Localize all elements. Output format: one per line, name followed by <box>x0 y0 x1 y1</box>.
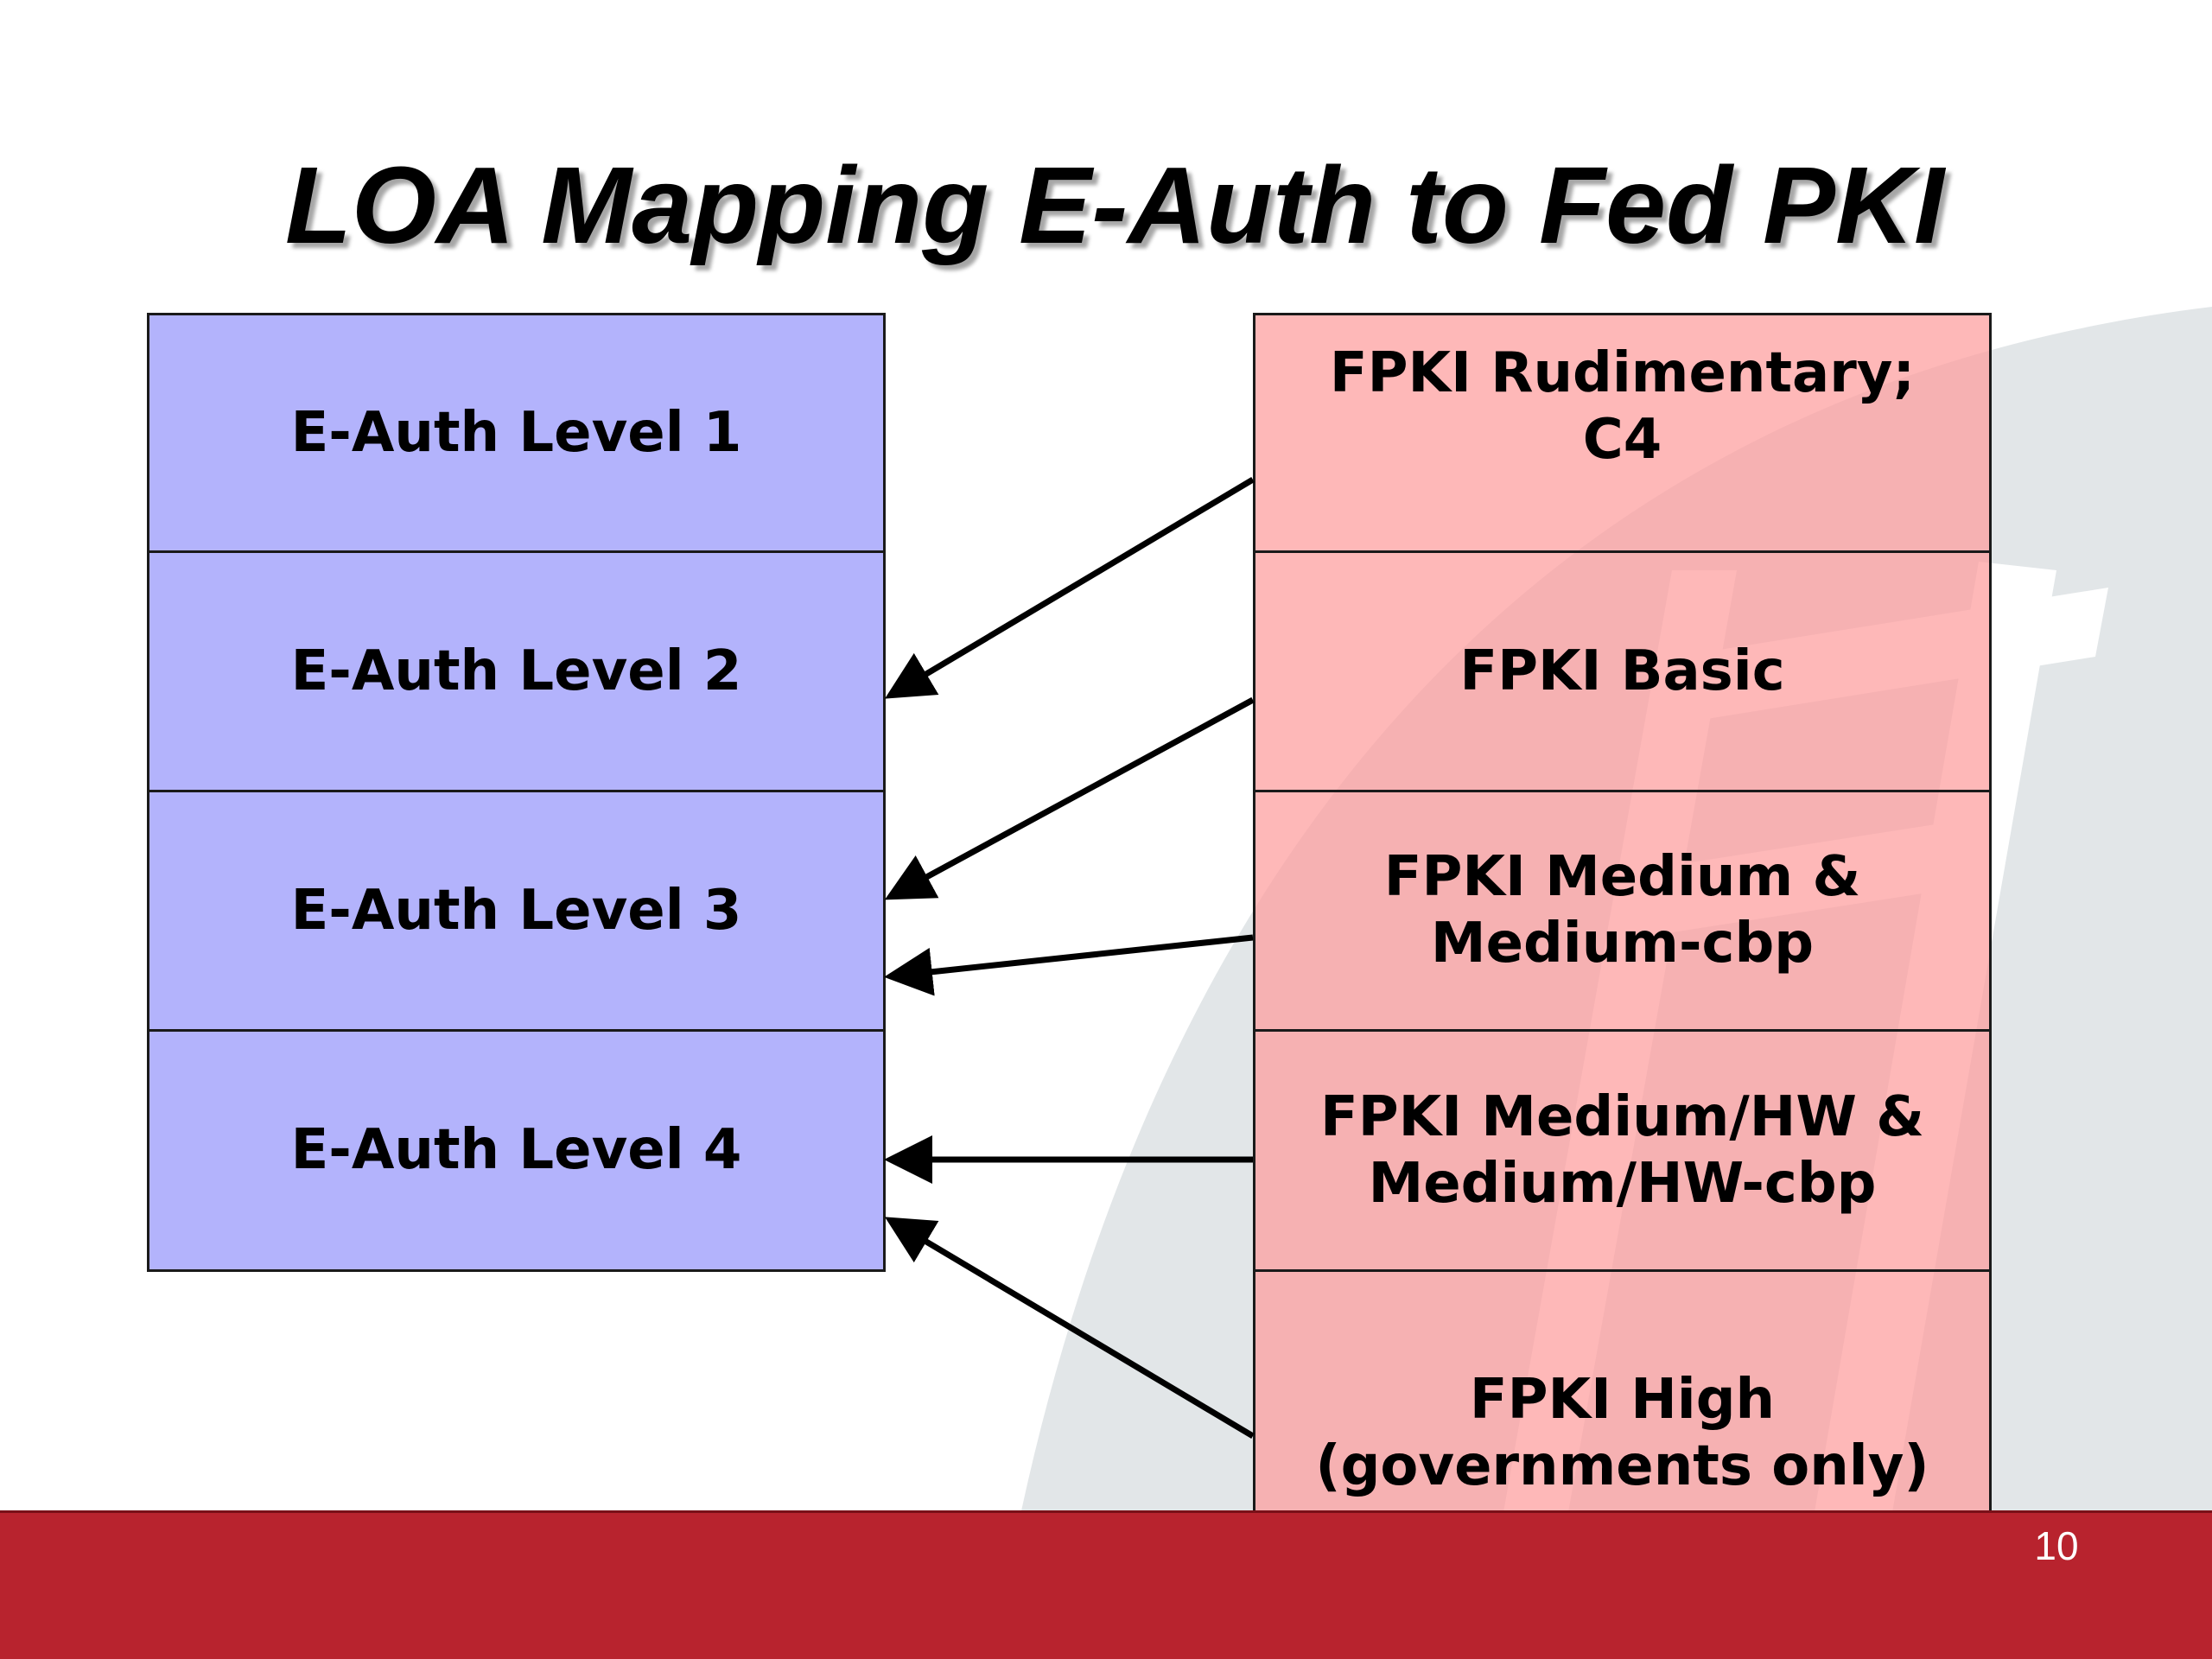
page-number: 10 <box>2034 1523 2079 1568</box>
fpki-medium-hw-label: FPKI Medium/HW & Medium/HW-cbp <box>1319 1084 1925 1216</box>
eauth-level-1-box: E-Auth Level 1 <box>147 313 886 553</box>
fpki-high-label: FPKI High (governments only) <box>1315 1368 1929 1499</box>
fpki-basic-box: FPKI Basic <box>1253 550 1992 792</box>
fpki-rudimentary-label: FPKI Rudimentary; C4 <box>1329 341 1916 472</box>
slide-title: LOA Mapping E-Auth to Fed PKI <box>284 144 1945 266</box>
fpki-medium-hw-box: FPKI Medium/HW & Medium/HW-cbp <box>1253 1029 1992 1272</box>
fpki-basic-label: FPKI Basic <box>1459 639 1785 703</box>
eauth-level-1-label: E-Auth Level 1 <box>290 400 742 465</box>
eauth-level-2-box: E-Auth Level 2 <box>147 550 886 792</box>
eauth-level-4-label: E-Auth Level 4 <box>290 1118 742 1183</box>
fpki-high-box: FPKI High (governments only) <box>1253 1269 1992 1520</box>
eauth-level-3-label: E-Auth Level 3 <box>290 878 742 943</box>
fpki-medium-box: FPKI Medium & Medium-cbp <box>1253 790 1992 1032</box>
fpki-medium-label: FPKI Medium & Medium-cbp <box>1383 845 1861 976</box>
footer-bar <box>0 1510 2212 1659</box>
eauth-level-4-box: E-Auth Level 4 <box>147 1029 886 1272</box>
fpki-rudimentary-box: FPKI Rudimentary; C4 <box>1253 313 1992 553</box>
eauth-level-3-box: E-Auth Level 3 <box>147 790 886 1032</box>
eauth-level-2-label: E-Auth Level 2 <box>290 639 742 703</box>
